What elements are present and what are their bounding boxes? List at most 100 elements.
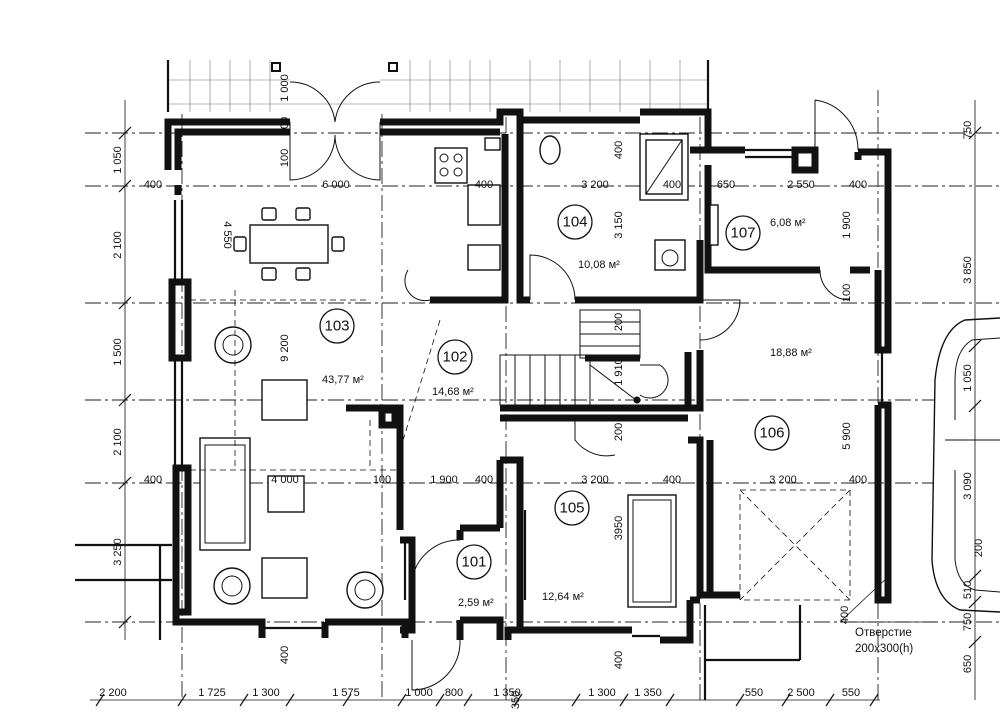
note-line-1: Отверстие [855, 627, 912, 639]
stairs [499, 309, 641, 406]
dim-bottom-13: 550 [842, 687, 860, 699]
terrace-lines [75, 543, 935, 700]
dim-upper-4: 3 200 [581, 179, 609, 191]
dim-int-9: 100 [841, 284, 853, 302]
room-101: 101 2,59 м² [456, 544, 494, 609]
dim-bottom-8: 350 [510, 691, 522, 709]
dim-bottom-7: 1 350 [493, 687, 521, 699]
dim-int-2: 300 [279, 117, 291, 135]
doors [289, 81, 859, 691]
dim-right-4: 3 090 [962, 472, 974, 500]
dim-int-5: 9 200 [279, 334, 291, 362]
dim-left-5: 3 250 [112, 538, 124, 566]
dimension-labels-left: 1 050 2 100 1 500 2 100 3 250 [112, 146, 124, 566]
dim-int-16: 400 [279, 646, 291, 664]
dim-bottom-2: 1 725 [198, 687, 226, 699]
car-outline [931, 317, 1000, 613]
room-area: 10,08 м² [578, 259, 620, 271]
dashed-outlines [190, 290, 851, 601]
kitchen-units [434, 137, 501, 271]
room-104: 104 10,08 м² [557, 204, 620, 271]
dimension-labels-right: 750 3 850 1 050 3 090 510 750 650 [962, 121, 974, 673]
dim-lower-9: 400 [849, 474, 867, 486]
dim-int-10: 200 [613, 313, 625, 331]
dim-lower-3: 100 [373, 474, 391, 486]
dim-left-1: 1 050 [112, 146, 124, 174]
dining-table [233, 207, 345, 281]
room-number: 101 [461, 554, 486, 571]
walls [164, 108, 892, 644]
bathroom-fixtures [539, 133, 719, 271]
room-area: 6,08 м² [770, 217, 806, 229]
dimension-labels-row-upper: 400 6 000 400 3 200 400 650 2 550 400 [144, 179, 867, 191]
dimension-labels-bottom: 2 200 1 725 1 300 1 575 1 000 800 1 350 … [99, 687, 860, 709]
room-number: 102 [442, 349, 467, 366]
dim-bottom-4: 1 575 [332, 687, 360, 699]
dim-left-4: 2 100 [112, 428, 124, 456]
dim-lower-7: 400 [663, 474, 681, 486]
opening-note: Отверстие 200x300(h) [855, 627, 913, 655]
dim-int-1: 1 000 [279, 74, 291, 102]
dimension-lines [90, 100, 982, 707]
dim-int-6: 400 [613, 141, 625, 159]
dim-lower-5: 400 [475, 474, 493, 486]
dim-right-6: 750 [962, 613, 974, 631]
dim-upper-3: 400 [475, 179, 493, 191]
room-number: 104 [562, 214, 587, 231]
dim-lower-1: 400 [144, 474, 162, 486]
window-lines [173, 148, 884, 638]
dim-int-17: 400 [613, 651, 625, 669]
dim-right-7: 650 [962, 655, 974, 673]
dim-int-12: 200 [613, 423, 625, 441]
dim-left-2: 2 100 [112, 231, 124, 259]
living-furniture [199, 379, 677, 608]
dimension-labels-interior: 1 000 300 100 4 550 9 200 400 3 150 1 90… [221, 74, 985, 669]
dim-right-1: 750 [962, 121, 974, 139]
room-number: 103 [324, 318, 349, 335]
dimension-labels-row-lower: 400 4 000 100 1 900 400 3 200 400 3 200 … [144, 474, 867, 486]
dim-bottom-11: 550 [745, 687, 763, 699]
room-number: 107 [730, 225, 755, 242]
dim-int-3: 100 [279, 149, 291, 167]
room-area: 14,68 м² [432, 386, 474, 398]
dim-bottom-9: 1 300 [588, 687, 616, 699]
room-106: 106 18,88 м² [754, 347, 812, 451]
room-number: 106 [759, 425, 784, 442]
dim-right-2: 3 850 [962, 256, 974, 284]
terrace-hatch [166, 60, 710, 112]
dim-bottom-3: 1 300 [252, 687, 280, 699]
room-area: 2,59 м² [458, 597, 494, 609]
dim-int-11: 1 910 [613, 358, 625, 386]
room-103: 103 43,77 м² [319, 308, 364, 386]
dim-int-18: 400 [839, 606, 851, 624]
dim-bottom-6: 800 [445, 687, 463, 699]
dim-upper-1: 400 [144, 179, 162, 191]
dim-lower-8: 3 200 [769, 474, 797, 486]
dim-bottom-12: 2 500 [787, 687, 815, 699]
dim-int-4: 4 550 [221, 221, 233, 249]
dim-lower-6: 3 200 [581, 474, 609, 486]
dim-int-8: 1 900 [841, 211, 853, 239]
plants [213, 326, 384, 609]
dim-upper-8: 400 [849, 179, 867, 191]
dim-int-14: 5 900 [841, 422, 853, 450]
dim-lower-2: 4 000 [271, 474, 299, 486]
dim-lower-4: 1 900 [430, 474, 458, 486]
dim-right-5: 510 [962, 581, 974, 599]
room-105: 105 12,64 м² [542, 490, 590, 603]
room-area: 43,77 м² [322, 374, 364, 386]
room-102: 102 14,68 м² [432, 339, 474, 398]
dim-bottom-5: 1 000 [405, 687, 433, 699]
note-line-2: 200x300(h) [855, 643, 913, 655]
dim-upper-5: 400 [663, 179, 681, 191]
dim-upper-6: 650 [717, 179, 735, 191]
room-number: 105 [559, 500, 584, 517]
dim-int-7: 3 150 [613, 211, 625, 239]
room-107: 107 6,08 м² [725, 215, 806, 251]
dim-int-15: 200 [973, 539, 985, 557]
room-area: 18,88 м² [770, 347, 812, 359]
dim-int-13: 3950 [613, 516, 625, 540]
dim-upper-2: 6 000 [322, 179, 350, 191]
dim-upper-7: 2 550 [787, 179, 815, 191]
